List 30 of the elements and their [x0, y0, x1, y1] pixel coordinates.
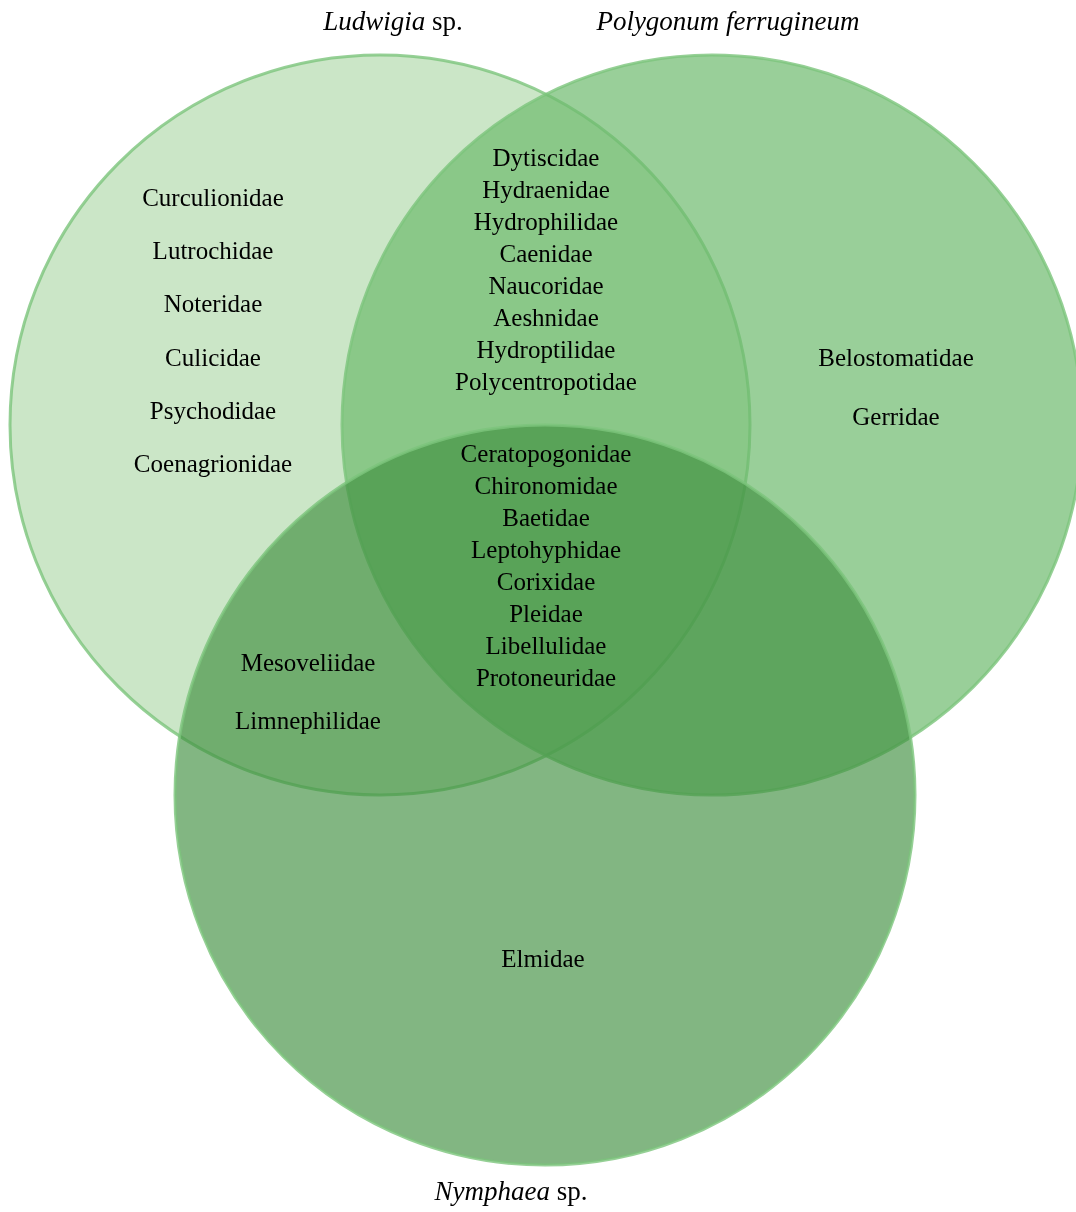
- taxon-label: Limnephilidae: [235, 707, 381, 735]
- taxon-label: Gerridae: [852, 403, 940, 431]
- taxon-label: Psychodidae: [149, 396, 277, 425]
- taxon-label: Noteridae: [163, 290, 263, 319]
- taxon-label: Corixidae: [496, 568, 596, 596]
- taxon-label: Chironomidae: [474, 472, 618, 500]
- taxon-label: Ceratopogonidae: [460, 440, 632, 468]
- taxon-label: Protoneuridae: [475, 664, 617, 692]
- taxon-label: Dytiscidae: [492, 144, 600, 172]
- taxon-label: Lutrochidae: [152, 237, 274, 266]
- taxon-label: Mesoveliidae: [240, 649, 376, 677]
- taxon-label: Hydrophilidae: [473, 208, 619, 236]
- taxon-label: Aeshnidae: [493, 304, 599, 332]
- taxon-label: Curculionidae: [142, 184, 284, 212]
- taxon-label: Polycentropotidae: [455, 368, 637, 396]
- taxon-label: Caenidae: [499, 240, 593, 268]
- set-label: Polygonum ferrugineum: [596, 6, 860, 36]
- taxon-label: Hydroptilidae: [476, 336, 616, 364]
- taxon-label: Libellulidae: [485, 632, 607, 660]
- taxon-label: Pleidae: [509, 600, 583, 628]
- taxon-label: Baetidae: [502, 504, 590, 532]
- taxon-label: Coenagrionidae: [133, 450, 293, 478]
- taxon-label: Elmidae: [501, 945, 585, 973]
- set-label: Ludwigia sp.: [323, 6, 463, 36]
- taxon-label: Leptohyphidae: [471, 536, 621, 564]
- taxon-label: Hydraenidae: [482, 176, 610, 204]
- set-label: Nymphaea sp.: [434, 1176, 588, 1206]
- taxon-label: Belostomatidae: [818, 344, 974, 372]
- taxon-label: Naucoridae: [488, 272, 604, 300]
- taxon-label: Culicidae: [165, 343, 261, 372]
